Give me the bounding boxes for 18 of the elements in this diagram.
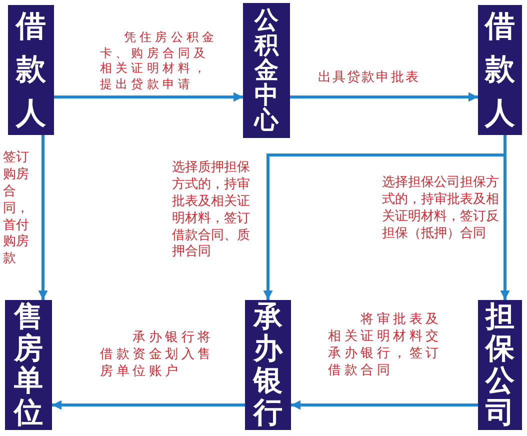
entity-box: 借款人 [8, 5, 54, 135]
arrow [52, 400, 245, 410]
edge-label: 选择质押担保方式的，持审批表及相关证明材料，签订借款合同、质押合同 [172, 160, 251, 262]
arrow [291, 400, 478, 410]
edge-label: 出具贷款申批表 [318, 69, 421, 87]
entity-box: 借款人 [478, 5, 522, 135]
entity-box: 售房单位 [5, 300, 52, 430]
arrow [54, 92, 243, 102]
edge-label: 选择担保公司担保方式的，持审批表及相关证明材料，签订反担保（抵押）合同 [382, 175, 500, 243]
arrow [38, 135, 48, 300]
edge-label: 承办银行将借款资金划入售房单位账户 [100, 330, 215, 381]
arrow [290, 92, 478, 102]
entity-box: 担保公司 [478, 300, 522, 430]
edge-label: 凭住房公积金卡、购房合同及相关证明材料，提出贷款申请 [100, 30, 219, 92]
entity-box: 承办银行 [245, 300, 291, 430]
edge-label: 将审批表及相关证明材料交承办银行，签订借款合同 [328, 312, 443, 380]
entity-box: 公积金中心 [243, 3, 290, 138]
edge-label: 签订购房合同，首付购房款 [3, 150, 30, 268]
